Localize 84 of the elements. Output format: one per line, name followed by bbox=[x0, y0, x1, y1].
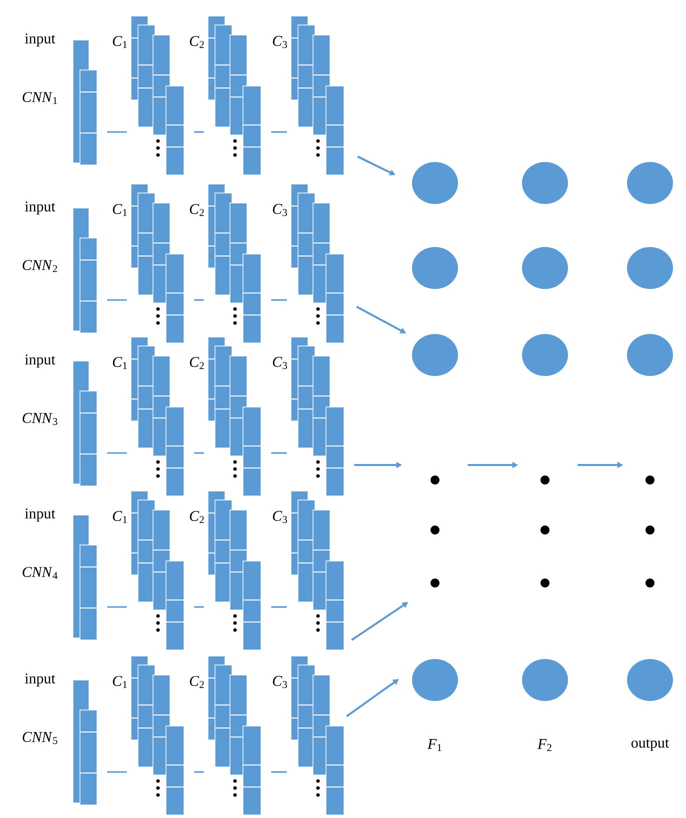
neuron-circle bbox=[522, 334, 568, 376]
layer-stack bbox=[208, 336, 262, 496]
layer-stack bbox=[290, 336, 344, 496]
neuron-circle bbox=[522, 659, 568, 701]
layer-label: input bbox=[24, 33, 56, 47]
layer-label: input bbox=[24, 201, 56, 215]
neuron-circle bbox=[412, 334, 458, 376]
layer-label: C$_{1}$ bbox=[112, 204, 127, 216]
layer-stack bbox=[130, 16, 184, 176]
ellipsis-dot bbox=[540, 578, 550, 588]
connector-line bbox=[107, 452, 127, 454]
layer-stack bbox=[208, 184, 262, 344]
connector-line bbox=[107, 606, 127, 608]
layer-stack bbox=[72, 514, 98, 640]
layer-stack bbox=[290, 184, 344, 344]
layer-label: C$_{2}$ bbox=[190, 356, 204, 370]
layer-label: output bbox=[631, 739, 669, 751]
connector-line bbox=[194, 131, 204, 133]
layer-label: CNN$_{3}$ bbox=[22, 412, 58, 426]
layer-label: C$_{3}$ bbox=[272, 356, 287, 370]
layer-label: C$_{3}$ bbox=[272, 204, 287, 216]
layer-label: C$_{3}$ bbox=[272, 510, 287, 524]
neuron-circle bbox=[627, 162, 673, 204]
neuron-circle bbox=[412, 162, 458, 204]
layer-label: C$_{3}$ bbox=[272, 676, 287, 688]
connector-line bbox=[107, 771, 127, 773]
layer-label: C$_{1}$ bbox=[112, 36, 127, 48]
connector-line bbox=[271, 452, 287, 454]
layer-stack bbox=[72, 208, 98, 334]
layer-label: CNN$_{2}$ bbox=[22, 260, 58, 272]
layer-label: C$_{1}$ bbox=[112, 676, 127, 688]
layer-label: C$_{1}$ bbox=[112, 356, 127, 370]
ellipsis-dot bbox=[430, 476, 440, 484]
layer-label: F$_{2}$ bbox=[537, 739, 552, 751]
neuron-circle bbox=[627, 247, 673, 289]
layer-label: C$_{2}$ bbox=[190, 36, 204, 48]
connector-line bbox=[194, 452, 204, 454]
layer-label: input bbox=[24, 508, 56, 522]
layer-stack bbox=[208, 16, 262, 176]
neuron-circle bbox=[522, 162, 568, 204]
layer-label: C$_{1}$ bbox=[112, 510, 127, 524]
layer-label: CNN$_{5}$ bbox=[22, 732, 58, 744]
layer-stack bbox=[290, 656, 344, 816]
connector-line bbox=[271, 606, 287, 608]
layer-label: C$_{2}$ bbox=[190, 204, 204, 216]
neuron-circle bbox=[522, 247, 568, 289]
layer-stack bbox=[130, 490, 184, 650]
layer-stack bbox=[130, 184, 184, 344]
connector-line bbox=[271, 299, 287, 301]
neuron-circle bbox=[627, 659, 673, 701]
connector-line bbox=[194, 606, 204, 608]
ellipsis-dot bbox=[646, 578, 654, 588]
neuron-circle bbox=[412, 247, 458, 289]
layer-stack bbox=[72, 680, 98, 806]
layer-label: input bbox=[24, 354, 56, 368]
layer-stack bbox=[130, 656, 184, 816]
layer-label: CNN$_{1}$ bbox=[22, 92, 58, 104]
layer-stack bbox=[72, 360, 98, 486]
neuron-circle bbox=[627, 334, 673, 376]
layer-stack bbox=[208, 656, 262, 816]
connector-line bbox=[271, 131, 287, 133]
connector-line bbox=[194, 771, 204, 773]
ellipsis-dot bbox=[430, 578, 440, 588]
ellipsis-dot bbox=[430, 526, 440, 534]
ellipsis-dot bbox=[540, 476, 550, 484]
connector-line bbox=[271, 771, 287, 773]
layer-stack bbox=[72, 40, 98, 166]
ellipsis-dot bbox=[540, 526, 550, 534]
connector-line bbox=[194, 299, 204, 301]
ellipsis-dot bbox=[646, 476, 654, 484]
layer-label: input bbox=[24, 673, 56, 687]
layer-stack bbox=[208, 490, 262, 650]
layer-label: C$_{3}$ bbox=[272, 36, 287, 48]
connector-line bbox=[107, 299, 127, 301]
neuron-circle bbox=[412, 659, 458, 701]
layer-label: F$_{1}$ bbox=[427, 739, 442, 751]
layer-label: C$_{2}$ bbox=[190, 676, 204, 688]
connector-line bbox=[107, 131, 127, 133]
layer-stack bbox=[290, 16, 344, 176]
layer-stack bbox=[130, 336, 184, 496]
layer-stack bbox=[290, 490, 344, 650]
layer-label: CNN$_{4}$ bbox=[22, 566, 58, 580]
layer-label: C$_{2}$ bbox=[190, 510, 204, 524]
ellipsis-dot bbox=[646, 526, 654, 534]
